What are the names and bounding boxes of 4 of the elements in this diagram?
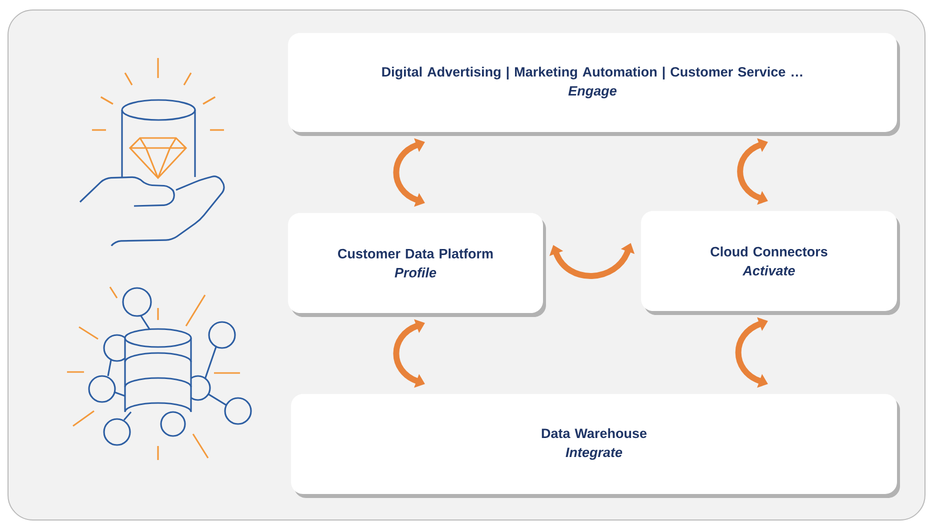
process-box: Data Warehouse Integrate [291, 394, 900, 498]
process-box: Digital Advertising | Marketing Automation | Customer Service … Engage [288, 33, 900, 136]
process-box: Cloud Connectors Activate [641, 211, 900, 315]
process-box: Customer Data Platform Profile [288, 213, 546, 317]
